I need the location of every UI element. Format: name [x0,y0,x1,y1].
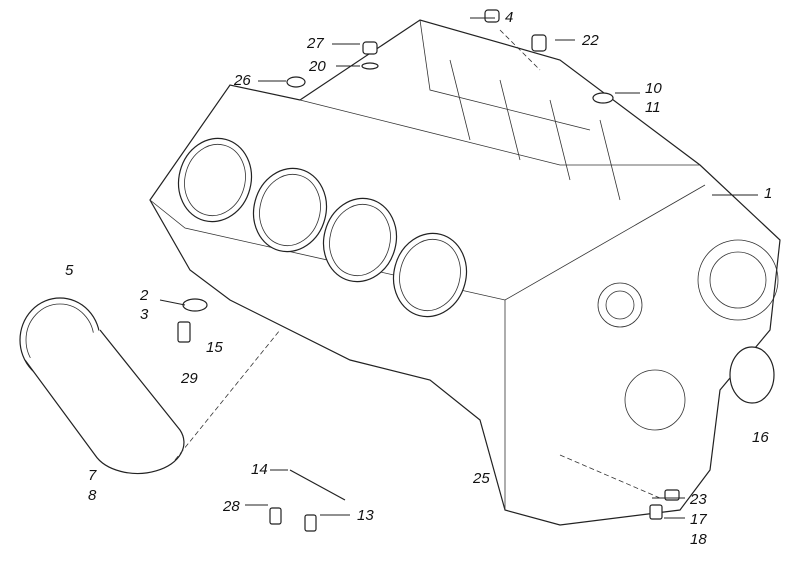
callout-23: 23 [690,491,707,508]
callout-25: 25 [473,470,490,487]
callout-4: 4 [505,9,514,26]
callout-26: 26 [234,72,251,89]
callout-11: 11 [645,99,661,116]
callout-28: 28 [223,498,240,515]
callout-7: 7 [88,467,97,484]
callout-17: 17 [690,511,707,528]
callout-15: 15 [206,339,223,356]
callout-14: 14 [251,461,268,478]
callout-1: 1 [764,185,773,202]
callout-8: 8 [88,487,97,504]
cylinder-liner [19,297,185,475]
callout-3: 3 [140,306,149,323]
callout-18: 18 [690,531,707,548]
callout-16: 16 [752,429,769,446]
callout-29: 29 [181,370,198,387]
cylinder-bores [177,137,468,318]
leader-lines [159,17,758,519]
callout-10: 10 [645,80,662,97]
callout-5: 5 [65,262,74,279]
callout-2: 2 [140,287,149,304]
callout-20: 20 [309,58,326,75]
callout-27: 27 [307,35,324,52]
callout-22: 22 [582,32,599,49]
callout-13: 13 [357,507,374,524]
